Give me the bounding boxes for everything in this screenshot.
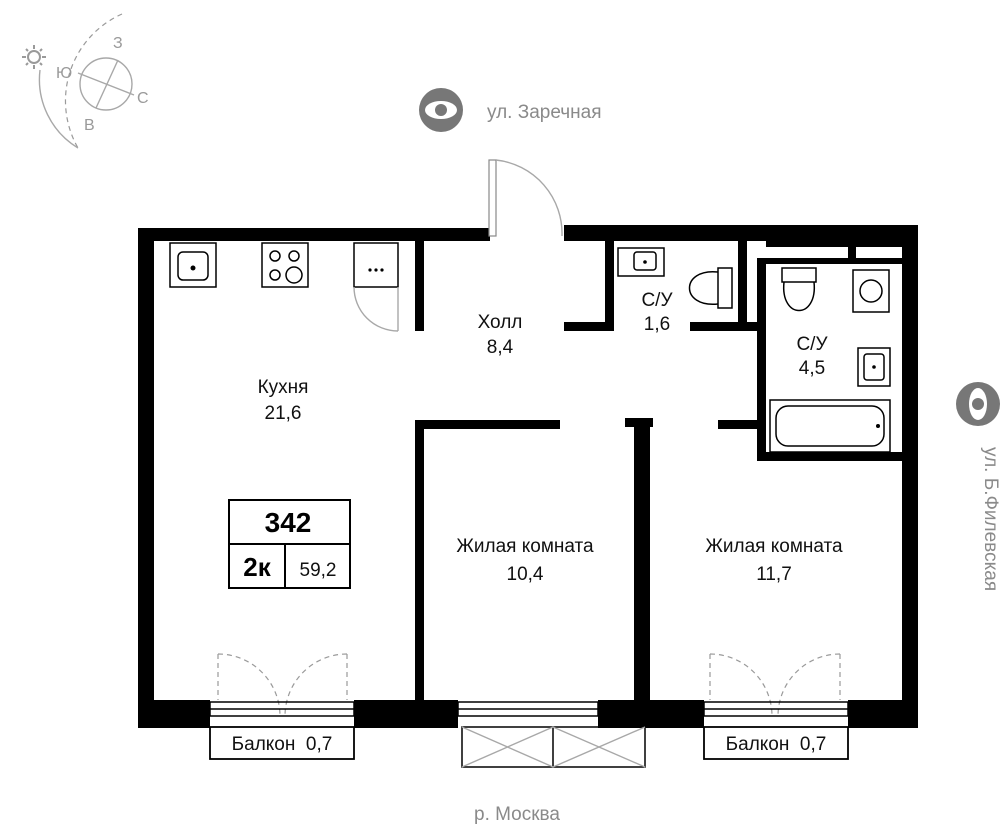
compass-north: С bbox=[137, 90, 149, 107]
eye-icon bbox=[419, 88, 463, 132]
room-name-kitchen: Кухня bbox=[258, 377, 309, 398]
compass: Ю З С В bbox=[22, 13, 149, 149]
bathtub bbox=[769, 399, 891, 453]
balcony-left-label: Балкон 0,7 bbox=[232, 734, 333, 755]
washing-machine bbox=[852, 269, 890, 313]
balcony-left: Балкон 0,7 bbox=[209, 653, 355, 760]
compass-east: В bbox=[84, 117, 95, 134]
window-center bbox=[457, 701, 646, 768]
small-wc-sink bbox=[617, 247, 665, 277]
room-name-wc-small: С/У bbox=[641, 290, 673, 311]
walls bbox=[138, 225, 918, 728]
large-wc-sink bbox=[857, 347, 891, 387]
large-wc-toilet bbox=[781, 267, 817, 312]
room-name-living-1: Жилая комната bbox=[456, 536, 594, 557]
balcony-right-label: Балкон 0,7 bbox=[726, 734, 827, 755]
apartment-type: 2к bbox=[243, 552, 271, 582]
room-area-living-2: 11,7 bbox=[756, 564, 792, 585]
balcony-right: Балкон 0,7 bbox=[703, 653, 849, 760]
room-area-hall: 8,4 bbox=[487, 337, 514, 358]
stove bbox=[261, 242, 309, 288]
room-name-hall: Холл bbox=[478, 312, 523, 333]
kitchen-sink bbox=[169, 242, 217, 288]
street-top: ул. Заречная bbox=[487, 102, 602, 123]
room-name-wc-large: С/У bbox=[796, 334, 828, 355]
sun-icon bbox=[22, 45, 46, 69]
apartment-info-box: 342 2к 59,2 bbox=[228, 499, 351, 589]
room-area-kitchen: 21,6 bbox=[265, 403, 302, 424]
street-right: ул. Б.Филевская bbox=[980, 447, 1000, 591]
room-name-living-2: Жилая комната bbox=[705, 536, 843, 557]
compass-south: Ю bbox=[56, 65, 72, 82]
room-area-living-1: 10,4 bbox=[507, 564, 544, 585]
room-area-wc-small: 1,6 bbox=[644, 314, 670, 335]
small-wc-toilet bbox=[688, 267, 733, 309]
eye-icon bbox=[956, 382, 1000, 426]
fridge bbox=[353, 242, 399, 332]
entrance-door bbox=[488, 159, 563, 237]
apartment-area: 59,2 bbox=[300, 560, 337, 581]
apartment-number: 342 bbox=[265, 507, 312, 538]
street-bottom: р. Москва bbox=[474, 804, 560, 825]
compass-west: З bbox=[113, 35, 123, 52]
room-area-wc-large: 4,5 bbox=[799, 358, 825, 379]
